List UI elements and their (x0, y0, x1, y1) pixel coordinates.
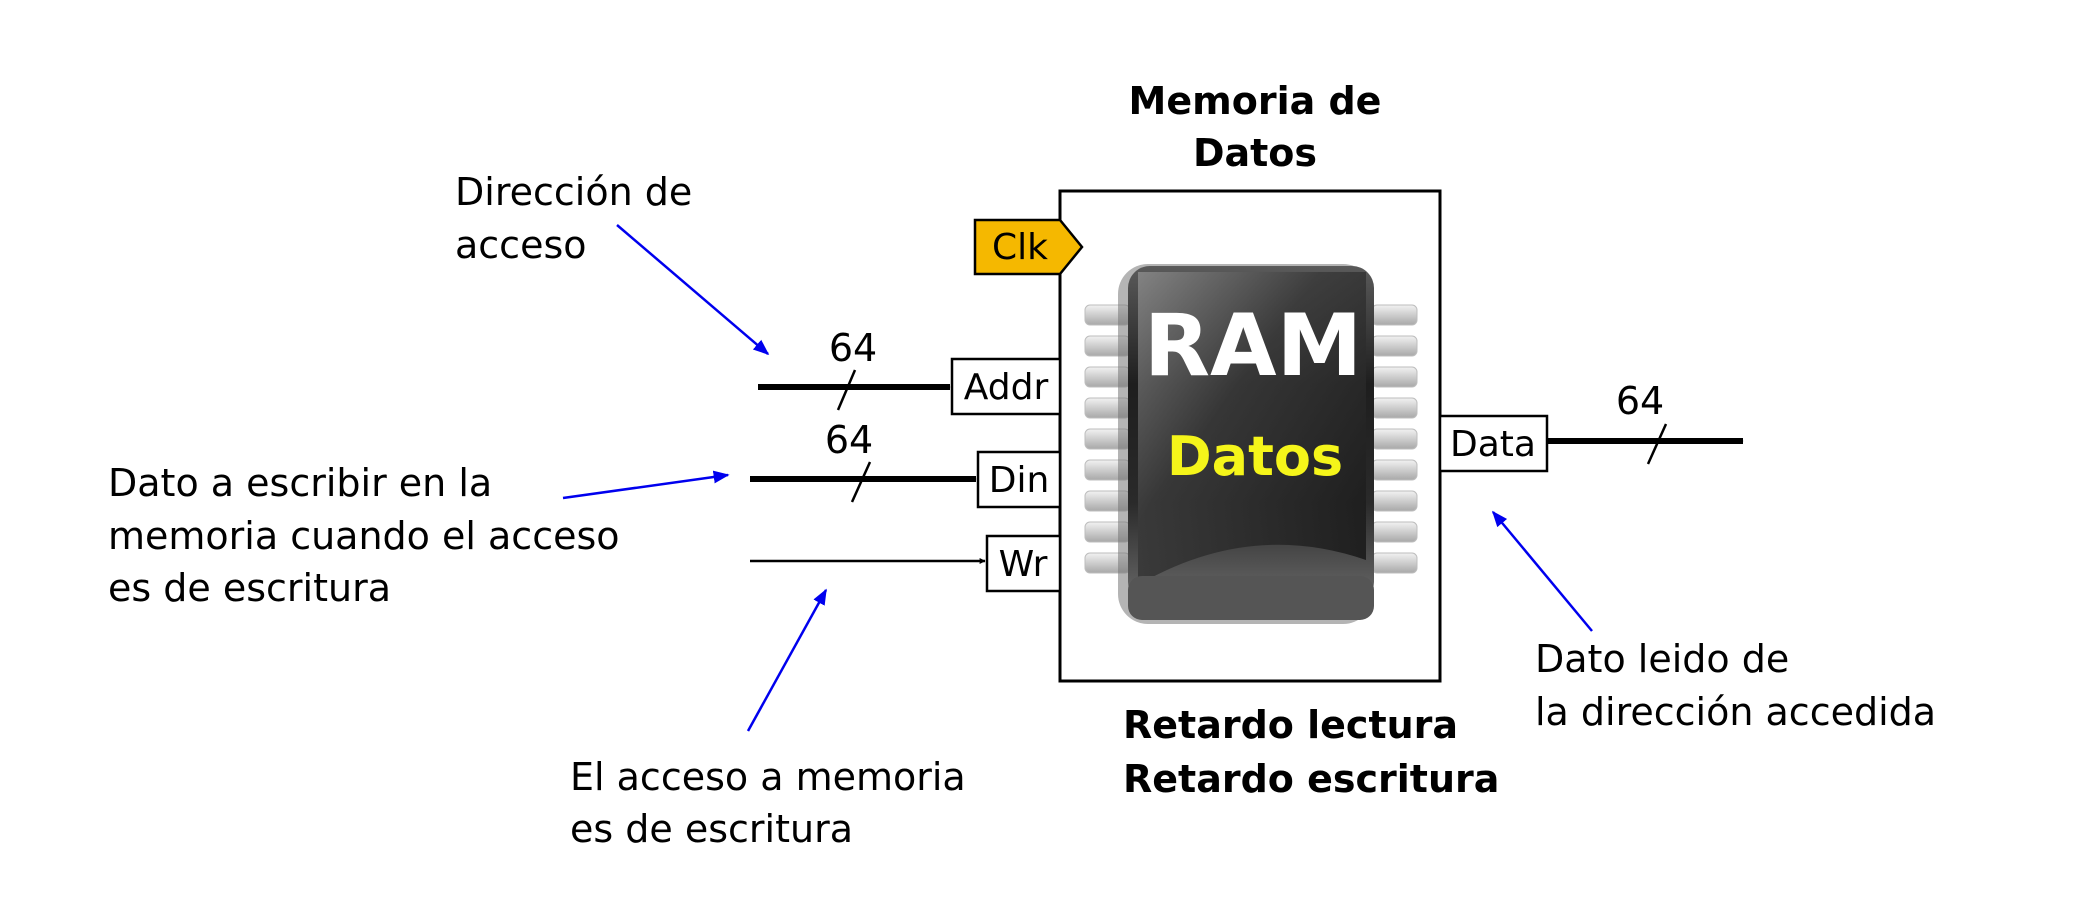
chip-pin (1371, 521, 1418, 543)
wr-port-label: Wr (999, 544, 1048, 585)
din-bus-slash (850, 461, 872, 503)
addr-bus-width: 64 (829, 326, 877, 370)
annotation-data-line1: Dato leido de (1535, 637, 1789, 681)
clk-tag (973, 218, 1084, 276)
din-port-label: Din (989, 460, 1050, 501)
chip-pin (1371, 304, 1418, 326)
ram-chip-image: RAM Datos (1084, 264, 1418, 624)
din-bus-width: 64 (825, 418, 873, 462)
data-port-label: Data (1450, 424, 1536, 465)
annotation-data-arrow (1491, 510, 1593, 632)
annotation-din-line1: Dato a escribir en la (108, 461, 492, 505)
annotation-wr-line1: El acceso a memoria (570, 755, 966, 799)
annotation-din-arrow (562, 470, 730, 500)
addr-port-label: Addr (964, 367, 1049, 408)
chip-label: RAM (1144, 296, 1362, 396)
chip-pin (1371, 552, 1418, 574)
addr-port (950, 357, 1062, 416)
annotation-address-line1: Dirección de (455, 170, 692, 214)
annotation-address-line2: acceso (455, 223, 587, 267)
annotation-din-line2: memoria cuando el acceso (108, 514, 620, 558)
delay-write-label: Retardo escritura (1123, 757, 1499, 801)
chip-pin (1371, 335, 1418, 357)
chip-pin (1371, 428, 1418, 450)
addr-bus-slash (836, 369, 857, 411)
wr-port (985, 534, 1062, 593)
data-port (1438, 414, 1549, 473)
memory-title-line2: Datos (1193, 131, 1317, 175)
annotation-wr-line2: es de escritura (570, 807, 853, 851)
data-bus-width: 64 (1616, 379, 1664, 423)
chip-pin (1371, 366, 1418, 388)
annotation-address-arrow (616, 224, 770, 356)
din-port (976, 450, 1062, 509)
clk-label: Clk (992, 227, 1048, 268)
annotation-wr-arrow (746, 588, 828, 732)
annotation-din-line3: es de escritura (108, 566, 391, 610)
data-bus-slash (1646, 423, 1668, 465)
chip-pin (1371, 397, 1418, 419)
memory-title-line1: Memoria de (1129, 79, 1382, 123)
delay-read-label: Retardo lectura (1123, 703, 1458, 747)
annotation-data-line2: la dirección accedida (1535, 690, 1936, 734)
chip-sublabel: Datos (1167, 425, 1343, 488)
chip-pin (1371, 459, 1418, 481)
chip-pin (1371, 490, 1418, 512)
